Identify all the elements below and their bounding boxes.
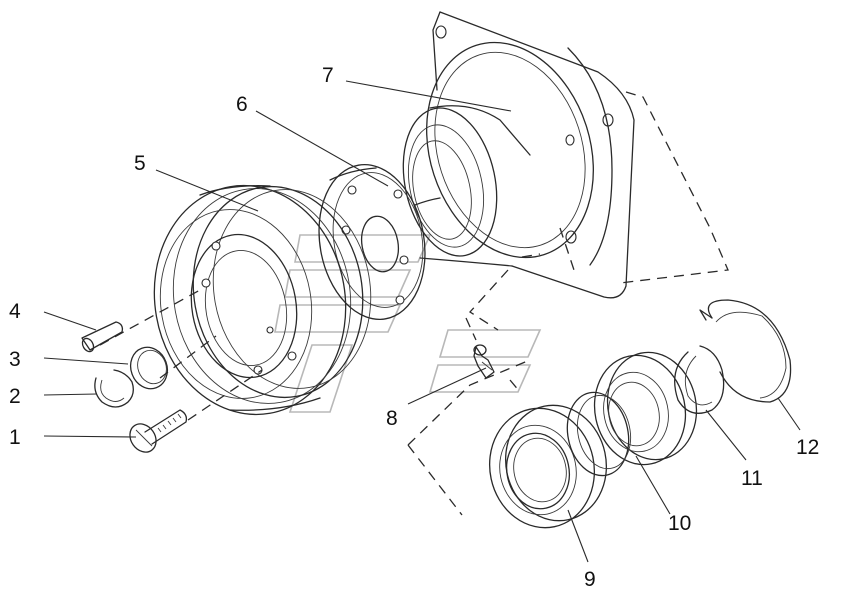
part-5-pulley bbox=[153, 184, 372, 416]
callout-12: 12 bbox=[796, 436, 819, 459]
callout-10: 10 bbox=[668, 512, 691, 535]
callout-6: 6 bbox=[236, 93, 248, 116]
callout-5: 5 bbox=[134, 152, 146, 175]
callout-8: 8 bbox=[386, 407, 398, 430]
assembly-lines bbox=[99, 91, 729, 516]
part-8-grease-nipple bbox=[473, 344, 495, 379]
callout-1: 1 bbox=[9, 426, 21, 449]
callout-11: 11 bbox=[741, 467, 763, 490]
part-3-disc bbox=[129, 346, 169, 390]
part-6-shaft-flange bbox=[318, 164, 441, 320]
part-11-snap-ring bbox=[674, 345, 725, 414]
part-4-pin bbox=[81, 321, 124, 353]
part-7-flange-housing bbox=[402, 11, 635, 299]
part-2-snap-ring bbox=[94, 369, 134, 408]
callout-labels: 1 2 3 4 5 6 7 8 9 10 11 12 bbox=[9, 64, 819, 591]
callout-9: 9 bbox=[584, 568, 596, 591]
part-12-circlip bbox=[699, 299, 792, 403]
callout-4: 4 bbox=[9, 300, 21, 323]
leader-lines bbox=[43, 80, 801, 563]
part-1-screw bbox=[129, 409, 188, 453]
part-10-spacer-ring bbox=[566, 351, 698, 477]
part-9-bearing bbox=[488, 404, 608, 529]
callout-7: 7 bbox=[322, 64, 334, 87]
callout-3: 3 bbox=[9, 348, 21, 371]
callout-2: 2 bbox=[9, 385, 21, 408]
